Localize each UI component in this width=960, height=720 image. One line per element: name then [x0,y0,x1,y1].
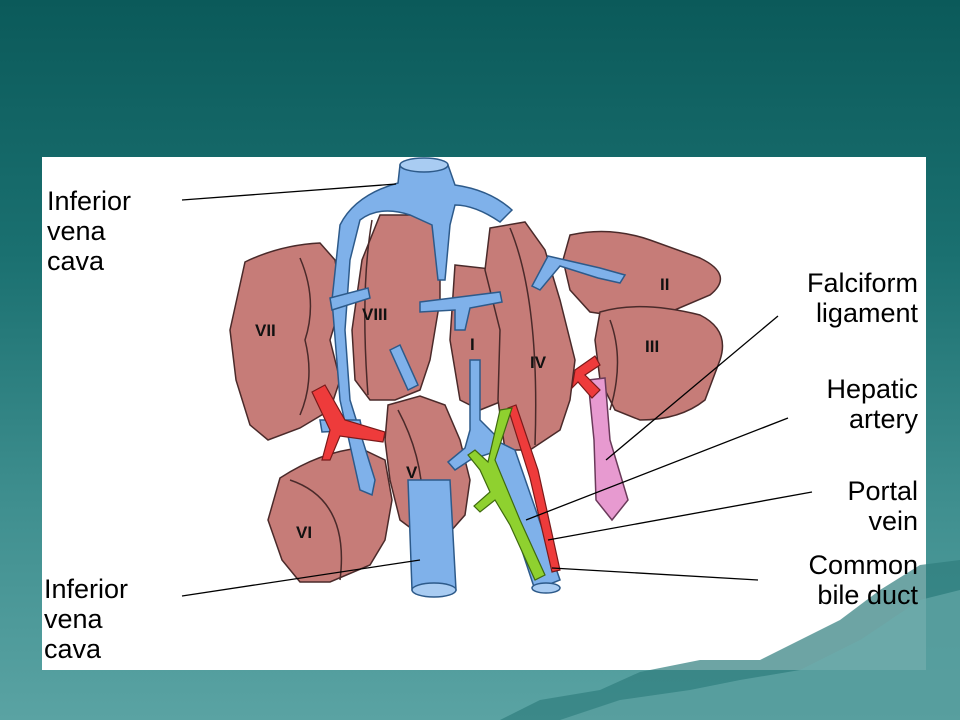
segment-label-iv: IV [530,353,547,372]
portal-vein-shape [446,359,501,471]
segment-iv-shape [484,221,576,451]
segment-label-v: V [406,463,418,482]
label-falciform-ligament: Falciform ligament [806,268,918,328]
segment-label-i: I [470,335,475,354]
diagram-panel [42,157,926,670]
segment-label-vii: VII [255,321,276,340]
leader-line-bile-duct [551,567,759,581]
leader-line-hepatic-artery [525,417,789,521]
leader-line-falciform [605,315,779,461]
ivc-upper-shape [331,164,514,497]
label-hepatic-artery: Hepatic artery [826,374,918,434]
leader-line-ivc-top [181,183,397,201]
leader-line-ivc-bottom [181,559,421,597]
label-ivc-top: Inferior vena cava [47,186,132,276]
leader-line-portal-vein [547,491,813,541]
segment-label-iii: III [645,337,659,356]
segment-label-vi: VI [296,523,312,542]
label-ivc-bottom: Inferior vena cava [44,574,129,664]
bile-duct-shape [467,407,546,581]
label-common-bile-duct: Common bile duct [808,550,918,610]
segment-label-ii: II [660,275,669,294]
segment-iii-shape [594,305,724,421]
label-portal-vein: Portal vein [847,476,918,536]
hepatic-artery-shape [507,404,561,573]
segment-label-viii: VIII [362,305,388,324]
